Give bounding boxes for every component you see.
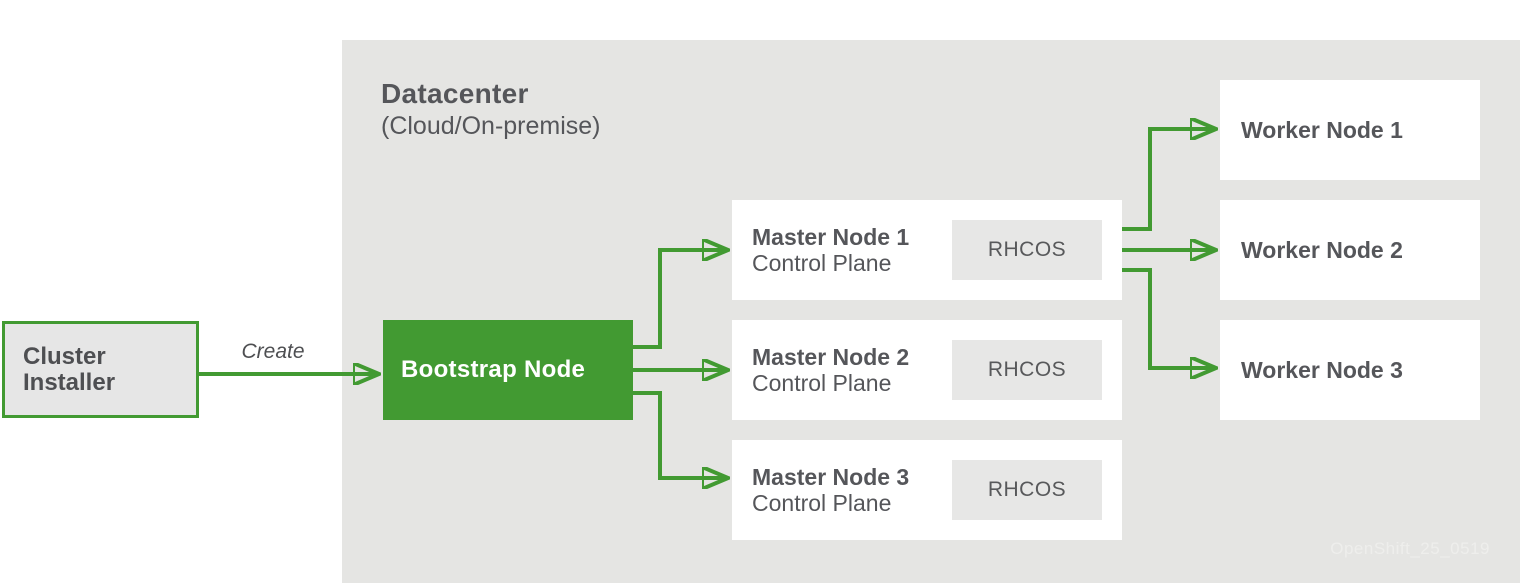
bootstrap-node-label: Bootstrap Node	[401, 356, 586, 383]
master-node-3: Master Node 3 Control Plane RHCOS	[732, 440, 1122, 540]
bootstrap-node: Bootstrap Node	[383, 320, 633, 420]
cluster-installer-label: Cluster Installer	[23, 342, 116, 396]
master-node-subtitle: Control Plane	[752, 250, 892, 276]
create-arrow-label: Create	[241, 340, 305, 363]
worker-node-label: Worker Node 2	[1241, 236, 1403, 263]
master-node-2: Master Node 2 Control Plane RHCOS	[732, 320, 1122, 420]
worker-node-2: Worker Node 2	[1220, 200, 1480, 300]
datacenter-subtitle: (Cloud/On-premise)	[381, 112, 601, 140]
master-node-subtitle: Control Plane	[752, 490, 892, 516]
master-node-title: Master Node 1	[752, 224, 910, 250]
rhcos-badge: RHCOS	[952, 460, 1102, 520]
rhcos-badge: RHCOS	[952, 220, 1102, 280]
master-node-title: Master Node 3	[752, 464, 910, 490]
master-node-1: Master Node 1 Control Plane RHCOS	[732, 200, 1122, 300]
datacenter-title: Datacenter	[381, 78, 529, 109]
master-node-title: Master Node 2	[752, 344, 910, 370]
worker-node-label: Worker Node 3	[1241, 356, 1403, 383]
rhcos-badge: RHCOS	[952, 340, 1102, 400]
worker-node-label: Worker Node 1	[1241, 116, 1403, 143]
cluster-installer-node: Cluster Installer	[2, 321, 199, 418]
worker-node-1: Worker Node 1	[1220, 80, 1480, 180]
watermark-text: OpenShift_25_0519	[1330, 539, 1490, 558]
master-node-subtitle: Control Plane	[752, 370, 892, 396]
worker-node-3: Worker Node 3	[1220, 320, 1480, 420]
